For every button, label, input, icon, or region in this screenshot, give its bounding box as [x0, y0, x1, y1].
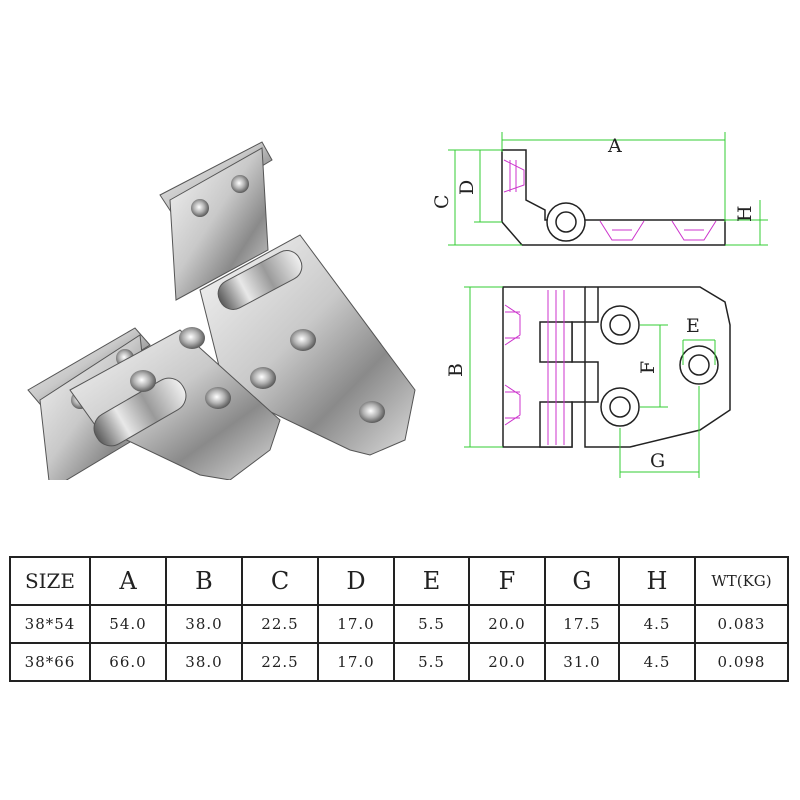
table-cell: 66.0	[89, 642, 167, 682]
label-b: B	[445, 363, 467, 377]
table-cell: 38*66	[9, 642, 91, 682]
table-cell: 5.5	[393, 604, 470, 644]
table-cell: 38.0	[165, 604, 243, 644]
table-cell: 0.098	[694, 642, 789, 682]
side-view: A C D H	[431, 132, 768, 246]
header-d: D	[317, 556, 395, 606]
plan-view: B E F G	[445, 286, 731, 478]
label-d: D	[456, 180, 478, 195]
table-cell: 38.0	[165, 642, 243, 682]
header-h: H	[618, 556, 696, 606]
table-cell: 22.5	[241, 642, 319, 682]
table-row: 38*54 54.0 38.0 22.5 17.0 5.5 20.0 17.5 …	[9, 604, 789, 644]
table-cell: 54.0	[89, 604, 167, 644]
header-c: C	[241, 556, 319, 606]
table-cell: 17.5	[544, 604, 620, 644]
plan-hidden-detail	[504, 290, 565, 445]
header-weight: WT(KG)	[694, 556, 789, 606]
table-cell: 4.5	[618, 604, 696, 644]
table-row: 38*66 66.0 38.0 22.5 17.0 5.5 20.0 31.0 …	[9, 642, 789, 682]
table-cell: 22.5	[241, 604, 319, 644]
table-cell: 31.0	[544, 642, 620, 682]
table-header-row: SIZE A B C D E F G H WT(KG)	[9, 556, 789, 606]
header-size: SIZE	[9, 556, 91, 606]
label-g: G	[650, 450, 665, 472]
table-cell: 20.0	[468, 642, 546, 682]
table-cell: 20.0	[468, 604, 546, 644]
label-f: F	[637, 361, 659, 374]
plan-dimensions	[464, 286, 716, 478]
header-f: F	[468, 556, 546, 606]
header-a: A	[89, 556, 167, 606]
plan-holes	[600, 305, 719, 427]
hinge-photo	[27, 141, 416, 480]
header-b: B	[165, 556, 243, 606]
table-cell: 4.5	[618, 642, 696, 682]
header-g: G	[544, 556, 620, 606]
table-cell: 5.5	[393, 642, 470, 682]
table-cell: 38*54	[9, 604, 91, 644]
table-cell: 17.0	[317, 604, 395, 644]
header-e: E	[393, 556, 470, 606]
table-cell: 17.0	[317, 642, 395, 682]
table-cell: 0.083	[694, 604, 789, 644]
hinge-left	[27, 327, 281, 480]
label-c: C	[431, 194, 453, 209]
spec-table: SIZE A B C D E F G H WT(KG) 38*54 54.0 3…	[9, 556, 789, 682]
label-e: E	[686, 315, 700, 337]
side-dimensions	[448, 132, 768, 246]
label-h: H	[734, 205, 756, 222]
label-a: A	[607, 135, 622, 157]
side-countersinks	[503, 159, 717, 241]
technical-drawing: A C D H	[431, 132, 768, 478]
